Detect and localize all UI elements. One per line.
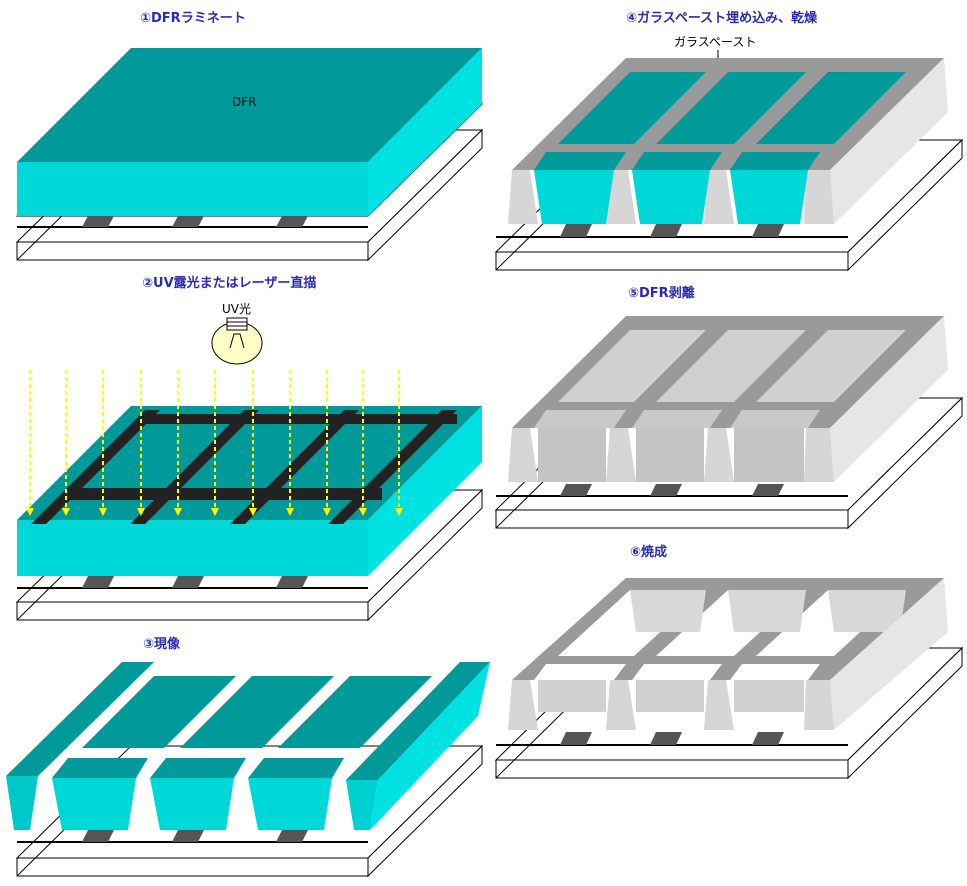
exposure-mask-pattern [31,410,457,524]
electrodes [560,224,784,237]
step-3-title: ③現像 [143,636,181,652]
uv-ray-arrowheads [26,508,403,516]
panel-5: ⑤DFR剥離 [494,285,964,530]
panel-3: ③現像 [6,636,490,878]
dfr-label: DFR [232,95,256,109]
step-1-title: ①DFRラミネート [140,11,246,26]
panel-6: ⑥焼成 [494,544,964,780]
electrodes [82,216,308,227]
dfr-pattern [6,662,490,830]
panel-4: ④ガラスペースト埋め込み、乾燥 ガラスペースト [494,10,964,272]
panel-2: ②UV露光またはレーザー直描 UV光 [15,275,484,622]
electrodes [560,484,784,496]
step-4-title: ④ガラスペースト埋め込み、乾燥 [626,10,818,26]
step-5-title: ⑤DFR剥離 [628,285,695,301]
electrodes [82,576,308,588]
panel-1: ①DFRラミネート DFR [15,11,484,262]
barrier-ribs [508,316,948,482]
step-6-title: ⑥焼成 [630,544,667,560]
dfr-layer [17,48,482,216]
step-2-title: ②UV露光またはレーザー直描 [142,275,316,291]
uv-rays [29,370,400,510]
glass-paste-label: ガラスペースト [674,35,756,49]
uv-light-label: UV光 [222,302,251,316]
lightbulb-icon [211,317,263,365]
fired-ribs [508,578,948,730]
dfr-cells [534,72,906,224]
electrodes [82,830,308,842]
